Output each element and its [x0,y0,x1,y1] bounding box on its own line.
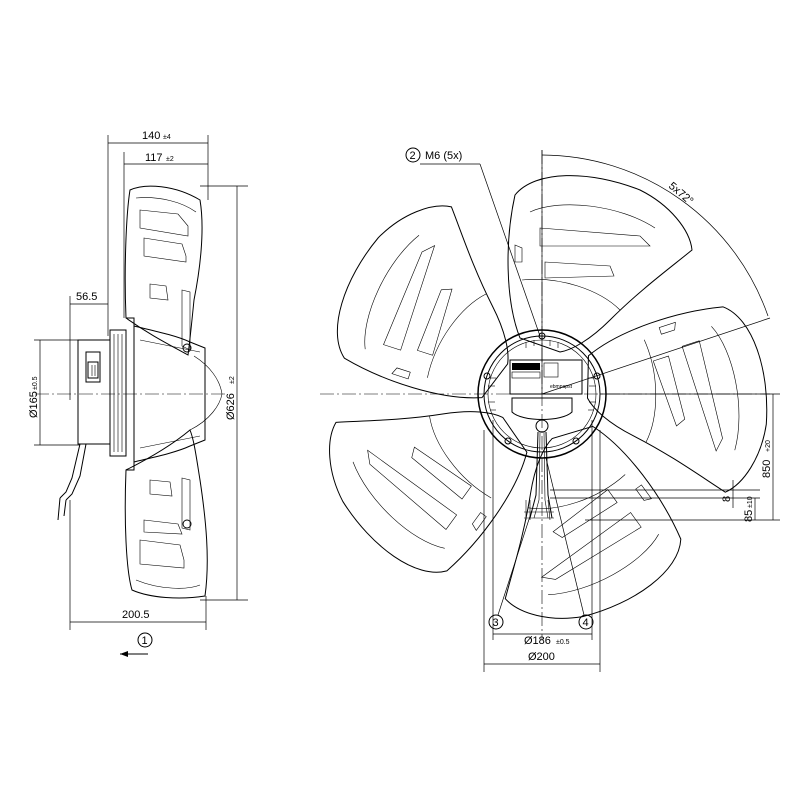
dim-117: 117 ±2 [123,152,208,318]
dim-850: 850 +20 [585,393,780,521]
dim-angle-value: 5x72° [666,180,695,207]
mount-hole-4 [504,437,512,445]
terminal-box [85,351,101,383]
hub-fins [488,340,596,411]
dim-8-value: 8 [721,496,733,502]
dim-200-value: Ø200 [528,651,555,663]
cable-bracket [59,443,87,501]
airflow-indicator: 1 [120,632,153,657]
dim-165-value: Ø165 [28,391,40,418]
dim-626: Ø626 ±2 [200,185,248,601]
dim-56-5: 56.5 [69,291,108,400]
cable-bundle [524,431,554,521]
dim-626-value: Ø626 [225,393,237,420]
dim-140: 140 ±4 [107,130,209,336]
dim-200-5-value: 200.5 [122,609,150,621]
dim-186-tol: ±0.5 [556,639,570,646]
mount-hole-5 [483,372,491,380]
side-view: 140 ±4 117 ±2 56.5 Ø165 ±0.5 [28,130,248,657]
motor-flange [109,329,127,457]
dim-165-tol: ±0.5 [32,376,39,390]
dim-85: 85 ±10 [743,496,756,522]
side-motor [57,317,206,521]
hub-shroud [133,325,206,463]
blade-4 [329,411,528,573]
dim-850-tol: +20 [765,440,772,452]
dim-850-value: 850 [761,460,773,478]
dim-200-5: 200.5 [69,500,207,630]
callout-cable: 3 [488,509,533,630]
dim-8: 8 [550,480,760,508]
dim-186-value: Ø186 [524,635,551,647]
mount-hole-3 [572,437,580,445]
callout-2-text: M6 (5x) [425,150,462,162]
callout-4-marker: 4 [583,617,589,629]
terminal-inner [87,361,99,379]
airflow-marker-label: 1 [142,635,148,647]
blade-3 [504,425,682,619]
blade-1 [507,175,693,353]
fan-blades [329,175,768,619]
blade-2 [587,306,768,493]
motor-housing [77,339,111,445]
airflow-arrow-icon [120,651,128,657]
callout-3-marker: 3 [493,617,499,629]
dim-85-tol: ±10 [747,496,754,508]
callout-2-marker: 2 [410,150,416,162]
front-view: ebmpapst 2 M6 (5x) [320,147,780,672]
brand-label: ebmpapst [550,384,573,390]
label-warning-block [512,363,540,370]
callout-mount: 2 M6 (5x) [405,147,541,337]
dim-186: Ø186 ±0.5 [492,420,593,647]
dim-626-tol: ±2 [229,376,236,384]
dim-200: Ø200 [483,430,601,672]
dim-140-tol: ±4 [163,134,171,141]
dim-117-tol: ±2 [166,156,174,163]
front-terminal-box [511,397,573,420]
dim-140-value: 140 [142,130,160,142]
cable-gland [535,419,549,433]
dim-56-5-value: 56.5 [76,291,97,303]
callout-cable-tie: 4 [545,457,594,630]
label-plate [509,359,583,395]
dim-angle: 5x72° [541,150,771,395]
dim-85-value: 85 [743,510,755,522]
dim-117-value: 117 [145,152,163,164]
side-upper-blade [124,185,203,356]
mount-hole-2 [593,372,601,380]
side-lower-blade [124,355,223,599]
dim-165: Ø165 ±0.5 [28,339,80,446]
blade-5 [336,205,509,399]
